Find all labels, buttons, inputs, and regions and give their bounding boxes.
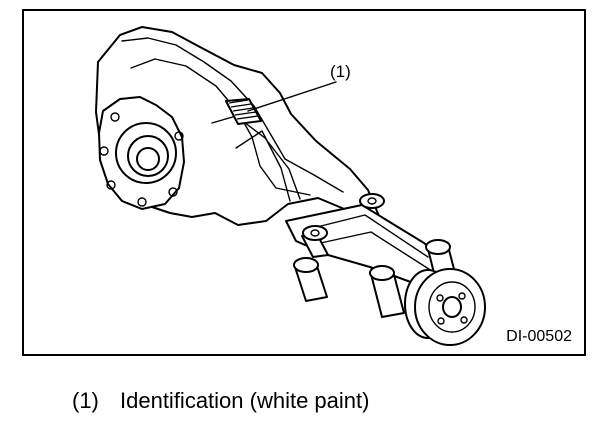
housing-rib	[235, 130, 291, 202]
flange-bolt-hole	[458, 292, 466, 300]
mounting-stud-top	[369, 265, 395, 281]
legend: (1) Identification (white paint)	[72, 388, 369, 414]
flange-bolt-hole	[168, 187, 178, 197]
paint-hatch	[230, 103, 252, 108]
paint-hatch	[234, 111, 257, 116]
flange-bolt-hole	[460, 316, 468, 324]
extension-edge	[304, 214, 429, 258]
stud-hole	[367, 197, 377, 205]
front-bearing-center	[136, 147, 160, 171]
flange-bolt-hole	[437, 317, 445, 325]
legend-number: (1)	[72, 388, 99, 413]
callout-leader	[247, 81, 337, 112]
flange-bolt-hole	[110, 112, 120, 122]
legend-text: Identification (white paint)	[120, 388, 370, 413]
flange-bolt-hole	[174, 131, 184, 141]
identification-paint-patch	[225, 98, 262, 125]
paint-hatch	[228, 99, 249, 104]
flange-bolt-hole	[106, 180, 116, 190]
mounting-stud-top	[425, 239, 451, 255]
paint-hatch	[232, 107, 254, 112]
figure-code: DI-00502	[506, 328, 572, 345]
extension-edge	[315, 231, 447, 281]
output-flange-center	[442, 296, 462, 318]
rear-differential-illustration	[95, 26, 486, 346]
output-flange-ring	[428, 281, 476, 333]
flange-bolt-hole	[99, 146, 109, 156]
mounting-stud-top	[302, 225, 328, 241]
figure-frame: (1) DI-00502	[22, 9, 586, 356]
mounting-stud-top	[293, 257, 319, 273]
paint-hatch	[236, 115, 259, 120]
stud-hole	[310, 229, 320, 237]
flange-bolt-hole	[436, 294, 444, 302]
callout-number: (1)	[330, 62, 351, 81]
housing-contour	[121, 37, 344, 193]
flange-bolt-hole	[137, 197, 147, 207]
mounting-stud	[359, 193, 385, 209]
